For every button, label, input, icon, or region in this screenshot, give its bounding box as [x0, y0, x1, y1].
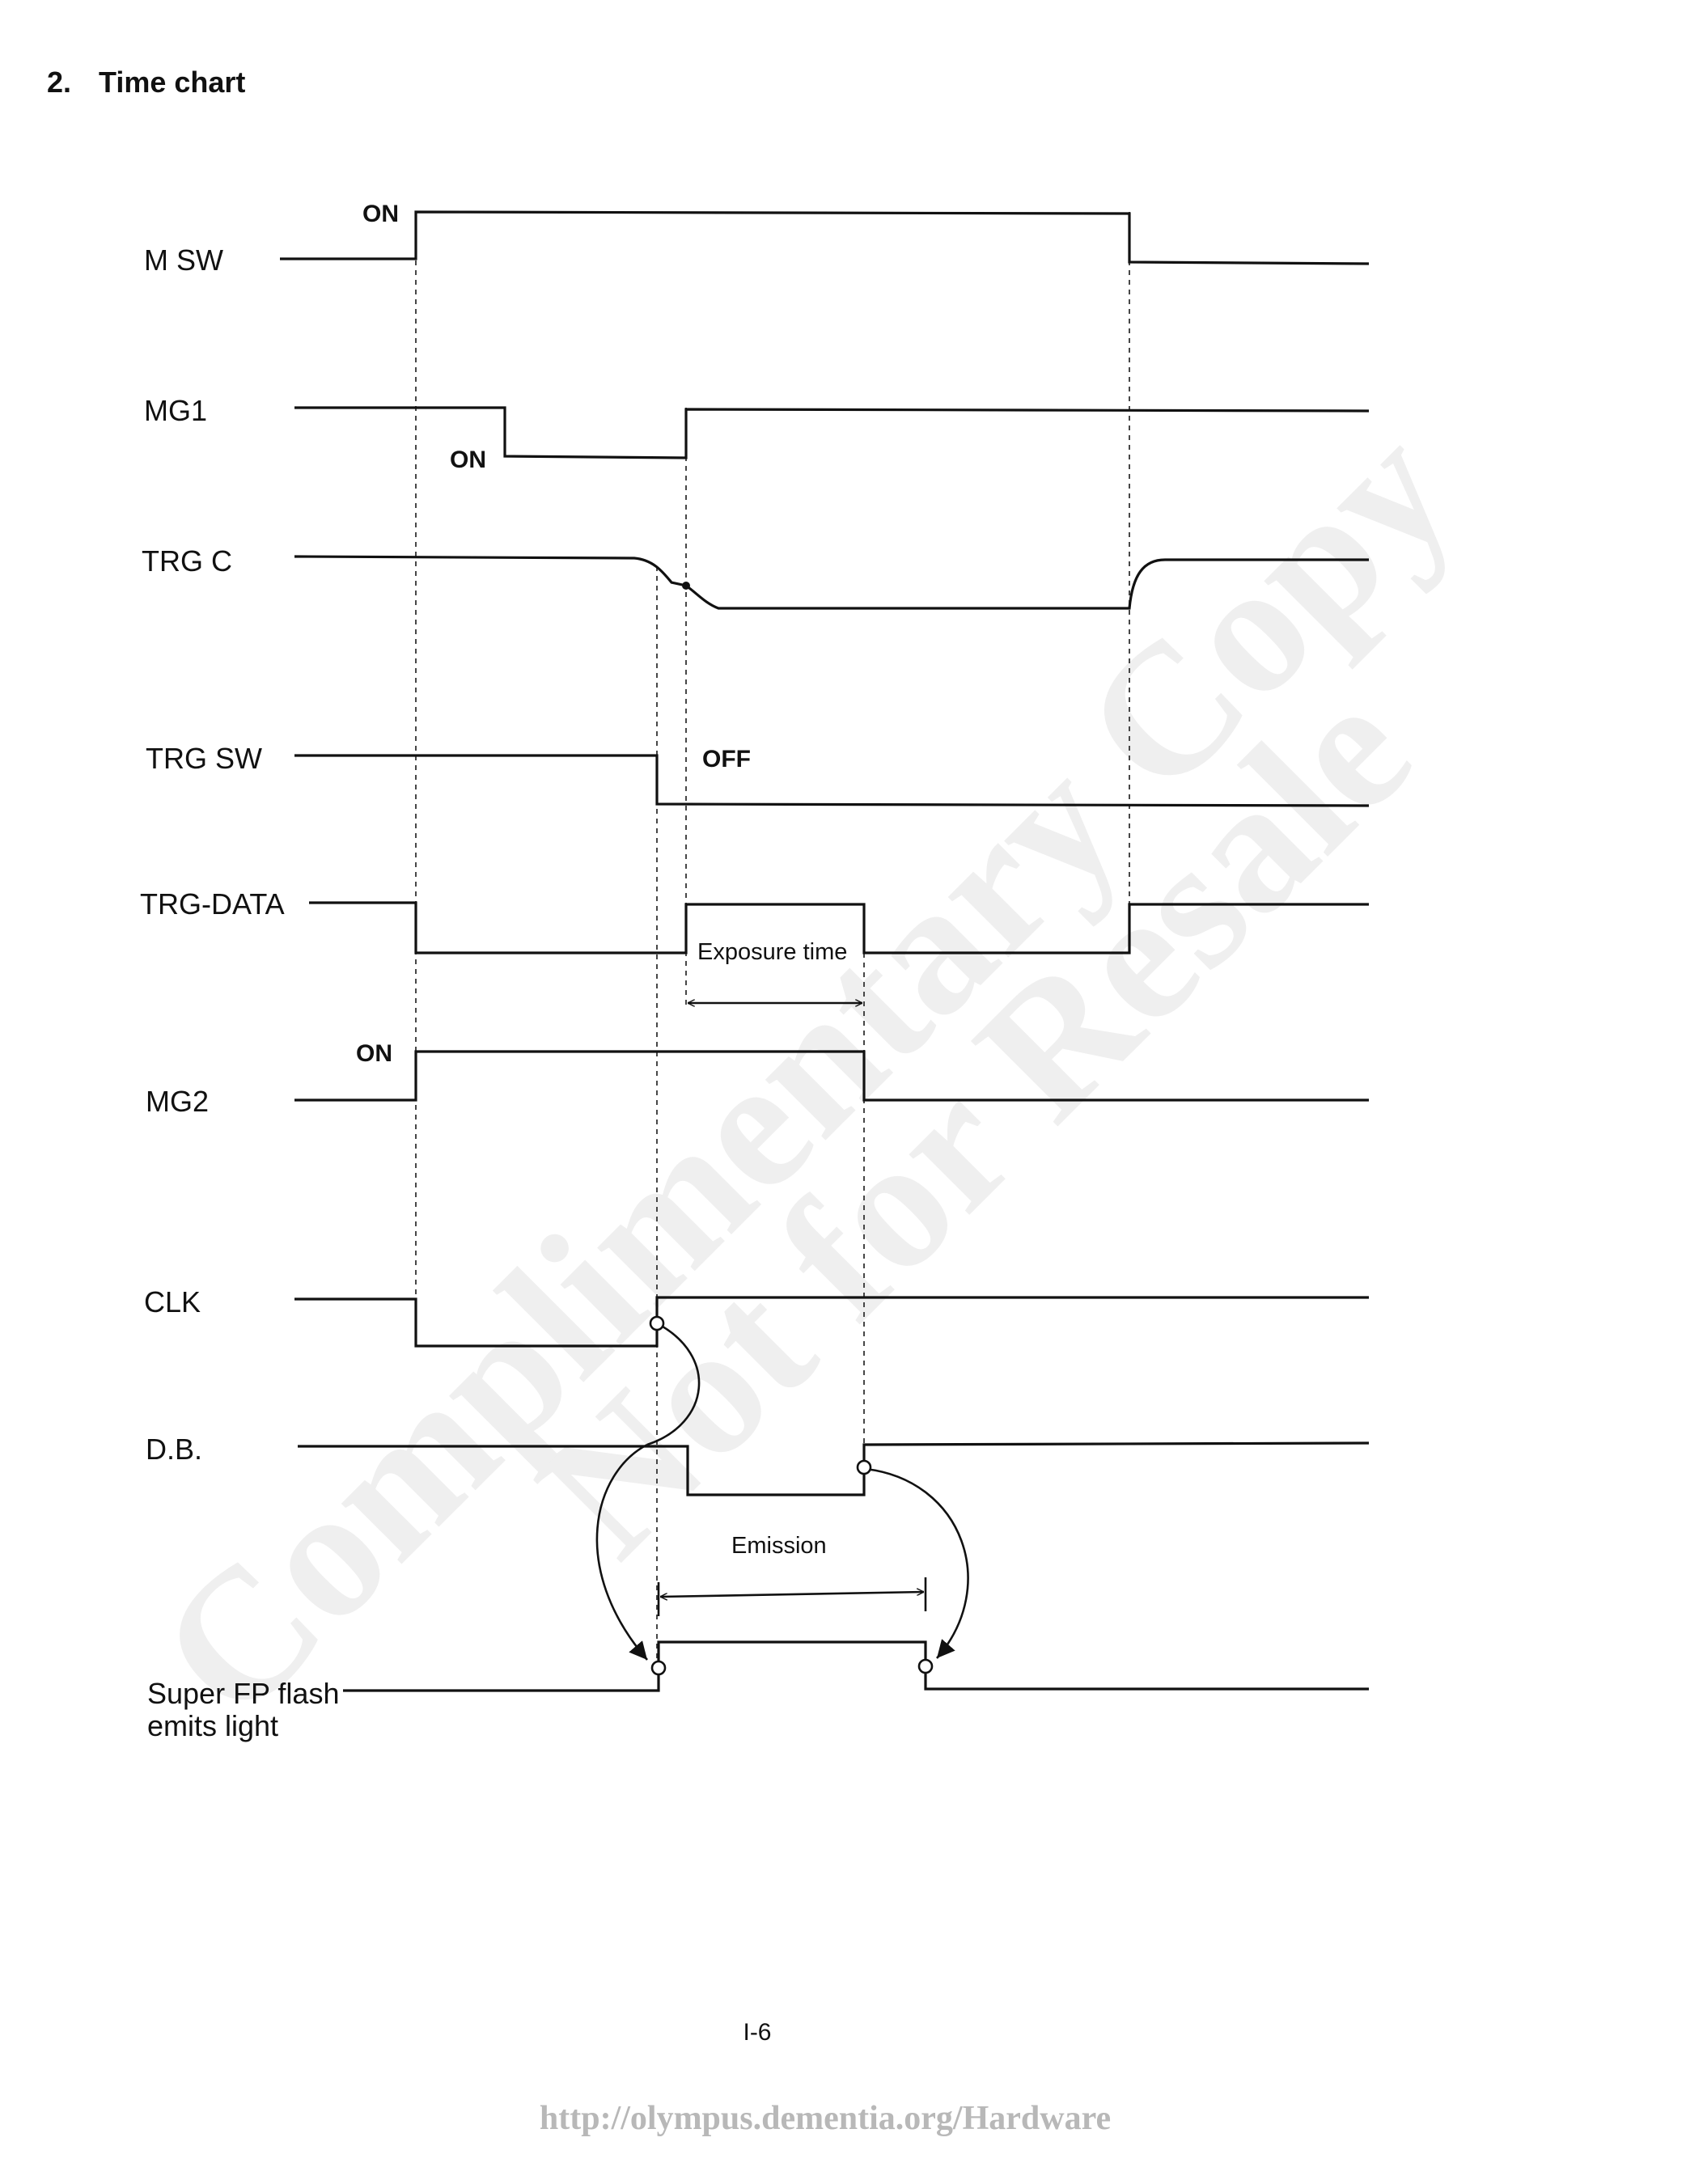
- waveform-msw: [280, 212, 1369, 264]
- signal-label-mg2: MG2: [146, 1085, 209, 1118]
- annotation-mg2-on: ON: [356, 1040, 392, 1067]
- annotation-exposure-time: Exposure time: [697, 939, 847, 965]
- signal-label-db: D.B.: [146, 1433, 202, 1466]
- annotation-msw-on: ON: [362, 201, 399, 227]
- footer-url: http://olympus.dementia.org/Hardware: [540, 2100, 1111, 2137]
- event-circle-db: [858, 1461, 871, 1474]
- section-title: Time chart: [99, 66, 245, 99]
- signal-label-trgc: TRG C: [142, 544, 232, 578]
- signal-label-clk: CLK: [144, 1285, 201, 1318]
- emission-arrow: [660, 1592, 924, 1597]
- event-circle-flash-start: [652, 1661, 665, 1674]
- signal-label-trgdata: TRG-DATA: [140, 887, 285, 921]
- signal-label-flash-line1: Super FP flash: [147, 1677, 339, 1710]
- signal-label-trgsw: TRG SW: [146, 742, 262, 775]
- event-circle-flash-end: [919, 1660, 932, 1673]
- annotation-mg1-on: ON: [450, 447, 486, 473]
- trgc-inflection-dot: [682, 582, 690, 590]
- annotation-emission: Emission: [731, 1533, 827, 1559]
- curve-db-to-flash-end: [866, 1469, 968, 1658]
- event-circle-clk: [650, 1317, 663, 1330]
- section-number: 2.: [47, 66, 71, 99]
- waveform-flash: [343, 1642, 1369, 1691]
- signal-label-mg1: MG1: [144, 394, 207, 427]
- page-number: I-6: [743, 2019, 771, 2046]
- signal-label-flash-line2: emits light: [147, 1709, 278, 1742]
- signal-label-msw: M SW: [144, 243, 223, 277]
- annotation-trgsw-off: OFF: [702, 746, 751, 772]
